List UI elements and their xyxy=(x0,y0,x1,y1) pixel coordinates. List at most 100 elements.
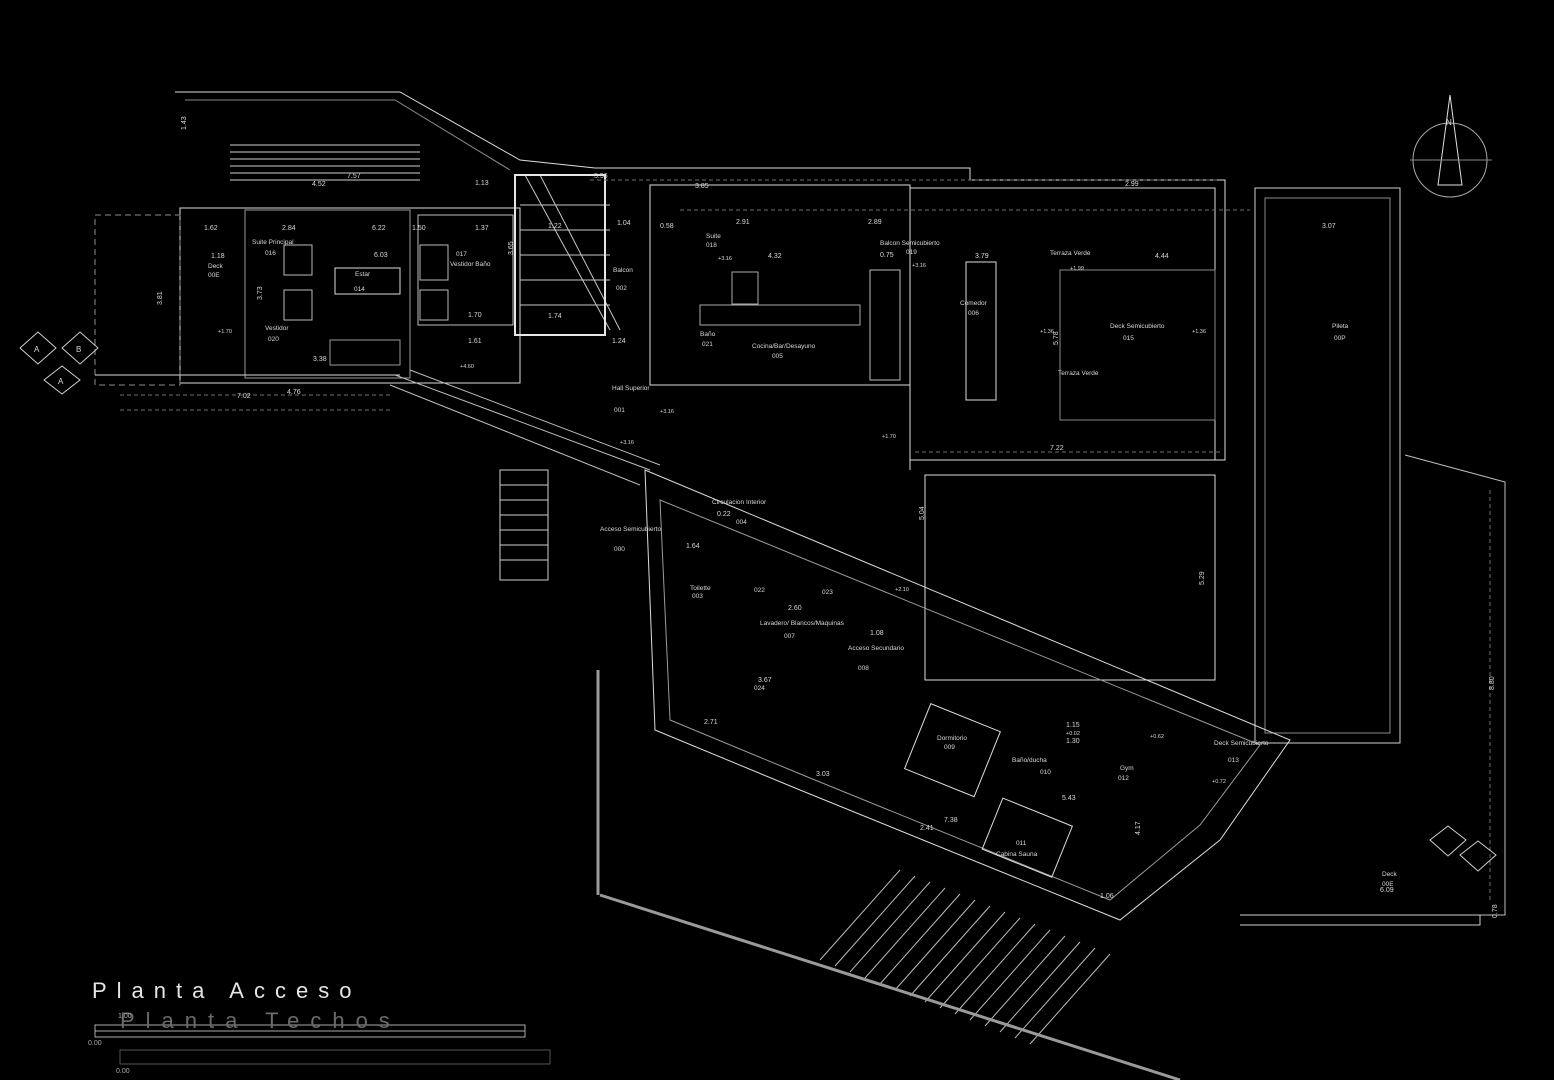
level-label: +1.36 xyxy=(1192,329,1206,335)
dimension-label: 1.06 xyxy=(1100,893,1114,900)
site-boundary xyxy=(599,893,1181,1080)
level-label: +1.70 xyxy=(218,329,232,335)
dimension-label: 1.62 xyxy=(204,225,218,232)
lower-wing-inner xyxy=(659,499,1261,901)
dimension-label: 2.99 xyxy=(1125,181,1139,188)
dimension-label: 1.22 xyxy=(548,223,562,230)
room-code: 024 xyxy=(754,685,765,692)
level-label: +3.16 xyxy=(660,409,674,415)
tiles-b xyxy=(283,289,313,321)
level-label: +0.02 xyxy=(1066,731,1080,737)
marker-a-label: A xyxy=(34,345,40,354)
room-code: 001 xyxy=(614,407,625,414)
room-code: 021 xyxy=(702,341,713,348)
dimension-lines xyxy=(120,179,1491,900)
kitchen-counter xyxy=(699,304,861,326)
dimension-label: 6.22 xyxy=(372,225,386,232)
room-code: 008 xyxy=(858,665,869,672)
room-code: 007 xyxy=(784,633,795,640)
tiles-a xyxy=(283,244,313,276)
dimension-label: 3.81 xyxy=(157,291,164,305)
room-name: Circulacion Interior xyxy=(712,499,767,506)
dimension-label: 1.61 xyxy=(468,338,482,345)
pool-edge xyxy=(1404,454,1506,916)
room-name: Suite xyxy=(706,233,721,240)
room-name: Baño xyxy=(700,331,716,338)
room-name: Suite Principal xyxy=(252,239,294,246)
dimension-label: 3.03 xyxy=(816,771,830,778)
left-wing xyxy=(179,207,521,384)
dimension-label: 2.91 xyxy=(736,219,750,226)
dimension-label: 1.30 xyxy=(1066,738,1080,745)
dimension-label: 2.84 xyxy=(282,225,296,232)
dimension-label: 5.43 xyxy=(1062,795,1076,802)
level-label: +1.36 xyxy=(1040,329,1054,335)
deck-semicubierto xyxy=(1059,269,1216,421)
deck-left xyxy=(94,214,181,386)
dimension-label: 6.09 xyxy=(1380,887,1394,894)
room-name: Deck Semicubierto xyxy=(1214,740,1269,747)
room-name: Hall Superior xyxy=(612,385,650,392)
north-label: N xyxy=(1446,118,1452,127)
dimension-label: 1.70 xyxy=(468,312,482,319)
dimension-label: 3.07 xyxy=(1322,223,1336,230)
dimension-label: 0.22 xyxy=(717,511,731,518)
roof-outline-inner xyxy=(185,99,511,171)
room-code: 017 xyxy=(456,251,467,258)
dimension-label: 2.89 xyxy=(868,219,882,226)
dimension-label: 2.71 xyxy=(704,719,718,726)
estar-furniture xyxy=(334,267,401,295)
dimension-label: 3.85 xyxy=(695,183,709,190)
scale-mark-label: 1.00 xyxy=(118,1013,132,1020)
right-wing xyxy=(909,187,1216,461)
dimension-label: 3.38 xyxy=(313,356,327,363)
dimension-label: 4.52 xyxy=(312,181,326,188)
room-code: 005 xyxy=(772,353,783,360)
dimension-label: 5.56 xyxy=(594,173,608,180)
room-code: 00E xyxy=(1382,881,1394,888)
pool-inner xyxy=(1264,197,1391,734)
room-code: 015 xyxy=(1123,335,1134,342)
room-code: 006 xyxy=(968,310,979,317)
room-name: Deck Semicubierto xyxy=(1110,323,1165,330)
fan-steps xyxy=(819,869,1111,1045)
room-code: 013 xyxy=(1228,757,1239,764)
level-label: +1.70 xyxy=(882,434,896,440)
room-name: Lavadero/ Blancos/Maquinas xyxy=(760,620,845,627)
room-code: 022 xyxy=(754,587,765,594)
room-code: 00E xyxy=(208,272,220,279)
dining-table xyxy=(965,261,997,401)
dimension-label: 1.64 xyxy=(686,543,700,550)
scale-start-label-2: 0.00 xyxy=(116,1068,130,1075)
dimension-label: 1.08 xyxy=(870,630,884,637)
room-name: Vestidor Baño xyxy=(450,261,491,268)
bath-block xyxy=(417,214,514,326)
dimension-label: 6.03 xyxy=(374,252,388,259)
room-code: 020 xyxy=(268,336,279,343)
dimension-label: 2.41 xyxy=(920,825,934,832)
tiles-d xyxy=(419,289,449,321)
room-code: 014 xyxy=(354,286,365,293)
dimension-label: 1.50 xyxy=(412,225,426,232)
dimension-label: 7.02 xyxy=(237,393,251,400)
room-name: Cocina/Bar/Desayuno xyxy=(752,343,816,350)
dimension-label: 4.32 xyxy=(768,253,782,260)
central-stair xyxy=(520,174,621,331)
room-code: 012 xyxy=(1118,775,1129,782)
terraza-verde-lower: Terraza Verde xyxy=(1058,370,1099,377)
room-code: 018 xyxy=(706,242,717,249)
room-name: Deck xyxy=(208,263,224,270)
section-marker-icon xyxy=(19,331,1497,872)
dimension-label: 1.37 xyxy=(475,225,489,232)
level-label: +4.60 xyxy=(460,364,474,370)
dimension-label: 5.78 xyxy=(1053,331,1060,345)
room-name: Terraza Verde xyxy=(1050,250,1091,257)
dimension-label: 5.04 xyxy=(919,506,926,520)
room-code: 009 xyxy=(944,744,955,751)
room-name: Cabina Sauna xyxy=(996,851,1038,858)
room-code: 010 xyxy=(1040,769,1051,776)
dimension-label: 4.44 xyxy=(1155,253,1169,260)
room-name: Pileta xyxy=(1332,323,1349,330)
dimension-label: 7.22 xyxy=(1050,445,1064,452)
